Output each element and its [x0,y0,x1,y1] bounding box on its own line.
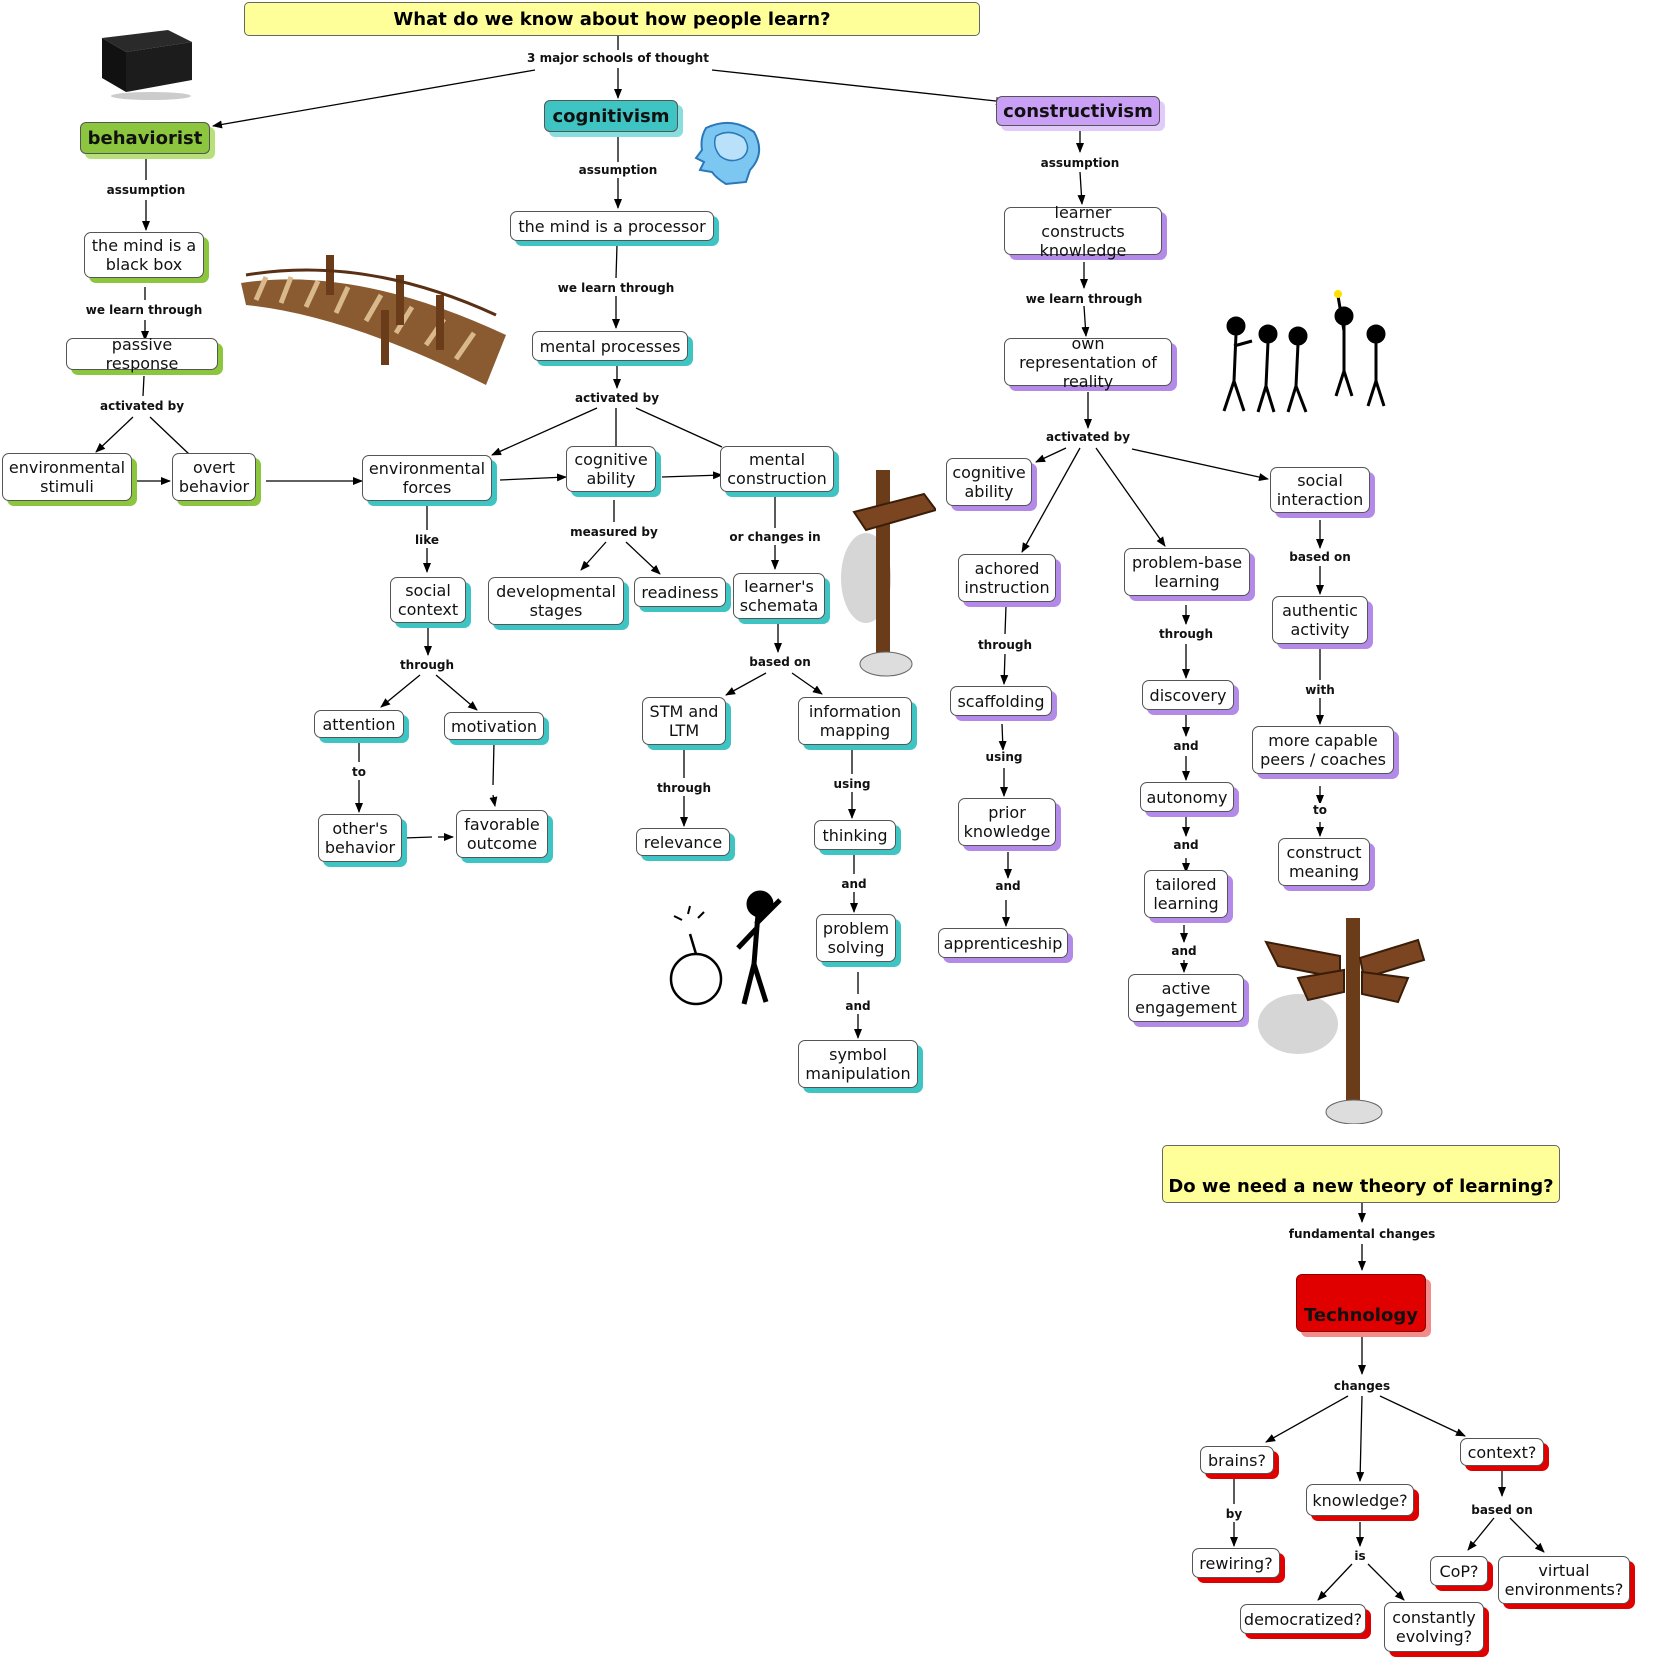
rewiring-node: rewiring? [1192,1548,1280,1578]
overt-behavior-node: overt behavior [172,453,256,501]
link-label-through: through [1156,627,1216,641]
thinkers-group-image [1222,290,1386,413]
link-label-assumption: assumption [576,163,660,177]
link-label-fundamental: fundamental changes [1286,1227,1438,1241]
black-box-image [102,30,192,100]
developmental-stages-node: developmental stages [488,577,624,625]
learners-schemata-node: learner's schemata [733,573,825,619]
brains-node: brains? [1200,1446,1274,1474]
favorable-outcome-node: favorable outcome [456,810,548,858]
prior-knowledge-node: prior knowledge [958,798,1056,846]
cognitive-ability-2-node: cognitive ability [946,458,1032,506]
anchored-instruction-node: achored instruction [958,554,1056,602]
democratized-node: democratized? [1240,1604,1366,1634]
others-behavior-node: other's behavior [318,814,402,862]
technology-node: Technology [1296,1274,1426,1332]
passive-response-node: passive response [66,335,218,373]
link-label-assumption: assumption [104,183,188,197]
link-label-and: and [993,879,1023,893]
problem-solving-node: problem solving [816,914,896,962]
link-label-based-on: based on [1287,550,1353,564]
link-label-changes: changes [1331,1379,1393,1393]
link-label-to: to [350,765,368,779]
link-label-and: and [843,999,873,1013]
own-representation-node: own representation of reality [1004,334,1172,391]
link-label-changes-in: or changes in [727,530,823,544]
stm-ltm-node: STM and LTM [642,697,726,745]
link-label-learn: we learn through [83,303,205,317]
link-label-and: and [1169,944,1199,958]
cognitivism-node: cognitivism [544,100,678,132]
constructivism-node: constructivism [996,96,1160,126]
link-label-by: by [1223,1507,1245,1521]
knowledge-node: knowledge? [1306,1484,1414,1516]
discovery-node: discovery [1142,680,1234,710]
link-label-using: using [983,750,1025,764]
learner-constructs-knowledge-node: learner constructs knowledge [1004,203,1162,260]
link-label-schools: 3 major schools of thought [525,51,711,65]
autonomy-node: autonomy [1140,782,1234,812]
information-mapping-node: information mapping [798,697,912,745]
behaviorist-node: behaviorist [80,122,210,154]
capable-peers-node: more capable peers / coaches [1252,726,1394,774]
mental-construction-node: mental construction [720,446,834,492]
apprenticeship-node: apprenticeship [938,928,1068,958]
social-interaction-node: social interaction [1270,467,1370,513]
mind-processor-node: the mind is a processor [510,211,714,241]
problem-based-learning-node: problem-base learning [1124,548,1250,596]
link-label-activated: activated by [572,391,662,405]
attention-node: attention [314,710,404,738]
mental-processes-node: mental processes [532,331,688,361]
social-context-node: social context [390,577,466,623]
link-label-through: through [975,638,1035,652]
main-title: What do we know about how people learn? [244,2,980,36]
link-label-is: is [1352,1549,1368,1563]
context-node: context? [1460,1438,1544,1466]
link-label-activated: activated by [1043,430,1133,444]
link-label-like: like [412,533,442,547]
readiness-node: readiness [634,577,726,607]
new-theory-question: Do we need a new theory of learning? [1162,1145,1560,1203]
constantly-evolving-node: constantly evolving? [1384,1602,1484,1652]
tailored-learning-node: tailored learning [1144,870,1228,918]
black-box-node: the mind is a black box [84,232,204,278]
environmental-stimuli-node: environmental stimuli [2,453,132,501]
crossroads-signpost-image [1258,918,1426,1124]
confused-figure-image [669,890,782,1006]
link-label-and: and [1171,739,1201,753]
link-label-activated: activated by [97,399,187,413]
link-label-to: to [1311,803,1329,817]
thinking-node: thinking [814,820,896,850]
relevance-node: relevance [636,828,730,856]
link-label-through: through [397,658,457,672]
bridge-image [241,255,506,385]
symbol-manipulation-node: symbol manipulation [798,1040,918,1088]
cognitive-ability-node: cognitive ability [566,446,656,492]
link-label-using: using [831,777,873,791]
link-label-and: and [839,877,869,891]
construct-meaning-node: construct meaning [1278,838,1370,886]
link-label-based-on: based on [747,655,813,669]
authentic-activity-node: authentic activity [1272,596,1368,644]
signpost-image [841,470,936,677]
link-label-assumption: assumption [1038,156,1122,170]
link-label-through: through [654,781,714,795]
cop-node: CoP? [1430,1556,1488,1586]
brain-head-image [694,121,761,186]
link-label-based-on: based on [1469,1503,1535,1517]
active-engagement-node: active engagement [1128,974,1244,1022]
link-label-and: and [1171,838,1201,852]
link-label-measured: measured by [568,525,660,539]
link-label-learn: we learn through [555,281,677,295]
virtual-environments-node: virtual environments? [1498,1556,1630,1604]
link-label-learn: we learn through [1023,292,1145,306]
motivation-node: motivation [444,712,544,740]
environmental-forces-node: environmental forces [362,455,492,501]
scaffolding-node: scaffolding [950,686,1052,716]
link-label-with: with [1303,683,1337,697]
